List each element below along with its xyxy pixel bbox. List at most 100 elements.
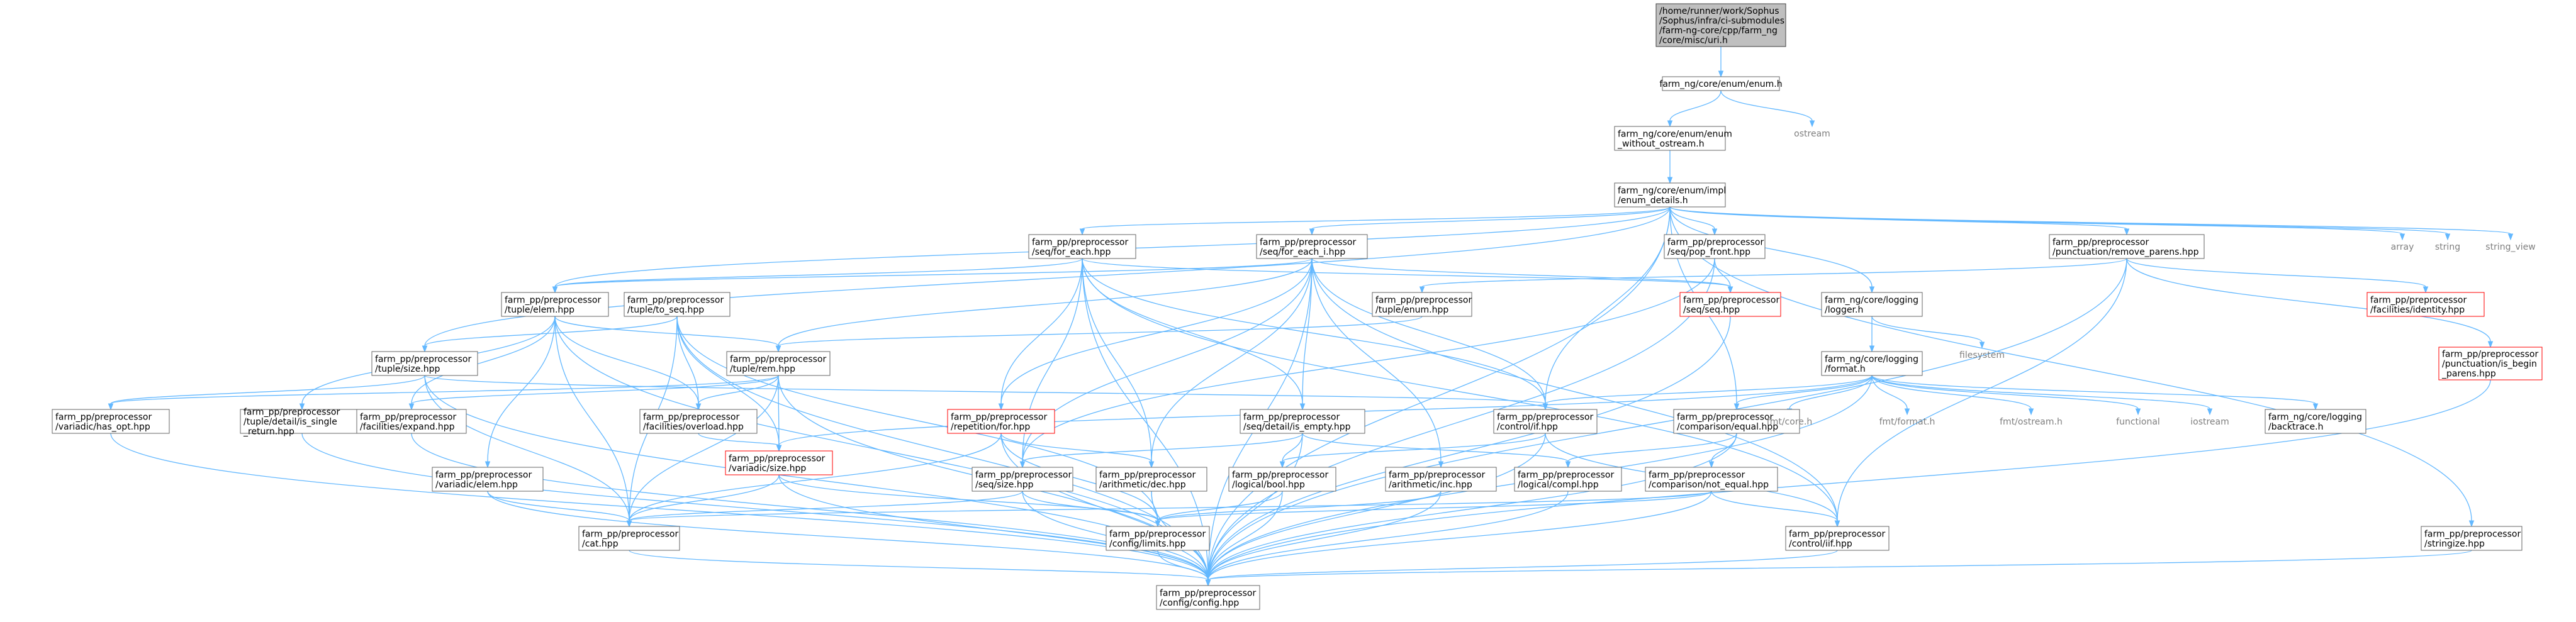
node-arith-dec[interactable]: farm_pp/preprocessor/arithmetic/dec.hpp	[1095, 467, 1207, 492]
node-label-line: /seq/seq.hpp	[1683, 305, 1740, 315]
edge-control_iif-to-config	[1205, 550, 1838, 587]
node-tuple-size[interactable]: farm_pp/preprocessor/tuple/size.hpp	[371, 351, 478, 376]
node-stringize[interactable]: farm_pp/preprocessor/stringize.hpp	[2421, 526, 2523, 551]
node-root[interactable]: /home/runner/work/Sophus/Sophus/infra/ci…	[1655, 3, 1786, 47]
node-label-line: farm_pp/preprocessor	[730, 354, 826, 364]
node-label-line: string_view	[2485, 242, 2535, 252]
node-label-line: /control/iif.hpp	[1789, 539, 1852, 549]
node-box	[578, 526, 680, 551]
node-control-if[interactable]: farm_pp/preprocessor/control/if.hpp	[1493, 409, 1598, 434]
node-ostream: ostream	[1794, 129, 1830, 139]
node-box	[2421, 526, 2523, 551]
node-tuple-elem[interactable]: farm_pp/preprocessor/tuple/elem.hpp	[501, 292, 609, 317]
node-label-line: /tuple/enum.hpp	[1375, 305, 1448, 315]
node-seq-size[interactable]: farm_pp/preprocessor/seq/size.hpp	[972, 467, 1073, 492]
node-fac-identity[interactable]: farm_pp/preprocessor/facilities/identity…	[2366, 292, 2485, 317]
node-label-line: /tuple/detail/is_single	[244, 417, 337, 427]
edge-enum_details-to-stringize	[1669, 206, 2475, 528]
node-logical-bool[interactable]: farm_pp/preprocessor/logical/bool.hpp	[1228, 467, 1336, 492]
node-label-line: /home/runner/work/Sophus	[1659, 6, 1779, 16]
node-label-line: string	[2435, 242, 2460, 252]
node-format[interactable]: farm_ng/core/logging/format.h	[1821, 351, 1923, 376]
node-label-line: /core/misc/uri.h	[1659, 35, 1728, 45]
edge-not_equal-to-config	[1205, 491, 1712, 587]
node-label-line: /seq/pop_front.hpp	[1667, 247, 1750, 257]
edge-tuple_size-to-control_if	[424, 375, 1548, 411]
node-box	[432, 467, 544, 492]
edge-enum-to-ostream	[1720, 90, 1815, 128]
edge-format-to-backtrace	[1871, 375, 2319, 411]
node-cat[interactable]: farm_pp/preprocessor/cat.hpp	[578, 526, 680, 551]
node-box	[1156, 585, 1260, 610]
node-label-line: farm_pp/preprocessor	[1109, 529, 1206, 539]
node-fac-overload[interactable]: farm_pp/preprocessor/facilities/overload…	[639, 409, 758, 434]
edge-seq_for_each_i-to-is_empty	[1299, 258, 1313, 411]
node-box	[726, 351, 831, 376]
node-variadic-size[interactable]: farm_pp/preprocessor/variadic/size.hpp	[725, 450, 833, 475]
node-remove-parens[interactable]: farm_pp/preprocessor/punctuation/remove_…	[2049, 234, 2205, 259]
node-box	[972, 467, 1073, 492]
edge-enum_details-to-control_if	[1542, 206, 1671, 411]
node-label-line: farm_ng/core/logging	[1825, 295, 1918, 305]
node-is-empty[interactable]: farm_pp/preprocessor/seq/detail/is_empty…	[1240, 409, 1365, 434]
node-seq-seq[interactable]: farm_pp/preprocessor/seq/seq.hpp	[1679, 292, 1781, 317]
edge-seq_for_each_i-to-tuple_elem	[552, 258, 1313, 294]
edge-format-to-fmt_core	[1786, 375, 1873, 416]
node-arith-inc[interactable]: farm_pp/preprocessor/arithmetic/inc.hpp	[1385, 467, 1497, 492]
node-label-line: farm_pp/preprocessor	[1243, 412, 1340, 422]
node-label-line: farm_pp/preprocessor	[360, 412, 456, 422]
edge-enum_wo-to-enum_details	[1667, 150, 1673, 184]
node-label-line: farm_pp/preprocessor	[1683, 295, 1779, 305]
edge-tuple_rem-to-fac_overload	[695, 375, 779, 411]
node-label-line: array	[2391, 242, 2414, 252]
node-enum-wo[interactable]: farm_ng/core/enum/enum_without_ostream.h	[1614, 126, 1732, 151]
node-control-iif[interactable]: farm_pp/preprocessor/control/iif.hpp	[1785, 526, 1890, 551]
node-variadic-has-opt[interactable]: farm_pp/preprocessor/variadic/has_opt.hp…	[52, 409, 170, 434]
node-label-line: farm_pp/preprocessor	[375, 354, 471, 364]
node-label-line: farm_pp/preprocessor	[1789, 529, 1885, 539]
edge-enum_details-to-logger	[1669, 206, 1875, 294]
node-seq-for-each[interactable]: farm_pp/preprocessor/seq/for_each.hpp	[1028, 234, 1136, 259]
edge-layer	[108, 47, 2514, 587]
edge-seq_for_each_i-to-rep_for	[998, 258, 1313, 411]
node-config-limits[interactable]: farm_pp/preprocessor/config/limits.hpp	[1106, 526, 1210, 551]
node-tuple-rem[interactable]: farm_pp/preprocessor/tuple/rem.hpp	[726, 351, 831, 376]
node-logical-compl[interactable]: farm_pp/preprocessor/logical/compl.hpp	[1514, 467, 1622, 492]
node-label-line: _return.hpp	[243, 427, 294, 437]
node-seq-pop-front[interactable]: farm_pp/preprocessor/seq/pop_front.hpp	[1664, 234, 1766, 259]
node-label-line: _parens.hpp	[2441, 369, 2496, 379]
node-comp-equal[interactable]: farm_pp/preprocessor/comparison/equal.hp…	[1673, 409, 1800, 434]
node-backtrace[interactable]: farm_ng/core/logging/backtrace.h	[2265, 409, 2366, 434]
node-enum[interactable]: farm_ng/core/enum/enum.h	[1659, 76, 1783, 91]
node-label-line: farm_pp/preprocessor	[1677, 412, 1773, 422]
edge-format-to-functional	[1871, 375, 2141, 416]
node-label-line: farm_pp/preprocessor	[582, 529, 678, 539]
node-fac-expand[interactable]: farm_pp/preprocessor/facilities/expand.h…	[356, 409, 467, 434]
node-label-line: farm_pp/preprocessor	[435, 470, 532, 480]
node-is-single-return[interactable]: farm_pp/preprocessor/tuple/detail/is_sin…	[240, 408, 364, 437]
node-logger[interactable]: farm_ng/core/logging/logger.h	[1821, 292, 1923, 317]
node-tuple-enum[interactable]: farm_pp/preprocessor/tuple/enum.hpp	[1372, 292, 1472, 317]
edge-logical_bool-to-config_limits	[1155, 491, 1283, 528]
node-string-view: string_view	[2485, 242, 2535, 252]
edge-seq_pop_front-to-seq_size	[1019, 258, 1715, 469]
node-box	[725, 450, 833, 475]
node-box	[1256, 234, 1368, 259]
node-config[interactable]: farm_pp/preprocessor/config/config.hpp	[1156, 585, 1260, 610]
node-box	[371, 351, 478, 376]
node-is-begin-parens[interactable]: farm_pp/preprocessor/punctuation/is_begi…	[2438, 347, 2543, 380]
node-label-line: /variadic/elem.hpp	[435, 480, 518, 490]
node-enum-details[interactable]: farm_ng/core/enum/impl/enum_details.h	[1614, 182, 1726, 208]
node-seq-for-each-i[interactable]: farm_pp/preprocessor/seq/for_each_i.hpp	[1256, 234, 1368, 259]
node-box	[1673, 409, 1800, 434]
edge-is_empty-to-seq_size	[1019, 433, 1303, 469]
edge-enum_details-to-seq_pop_front	[1669, 206, 1718, 236]
node-tuple-to-seq[interactable]: farm_pp/preprocessor/tuple/to_seq.hpp	[624, 292, 731, 317]
node-variadic-elem[interactable]: farm_pp/preprocessor/variadic/elem.hpp	[432, 467, 544, 492]
node-rep-for[interactable]: farm_pp/preprocessor/repetition/for.hpp	[947, 409, 1055, 434]
node-not-equal[interactable]: farm_pp/preprocessor/comparison/not_equa…	[1645, 467, 1778, 492]
node-label-line: /control/if.hpp	[1497, 422, 1558, 432]
edge-enum-to-enum_wo	[1667, 90, 1722, 128]
node-label-line: /stringize.hpp	[2424, 539, 2485, 549]
node-label-line: farm_pp/preprocessor	[1518, 470, 1614, 480]
